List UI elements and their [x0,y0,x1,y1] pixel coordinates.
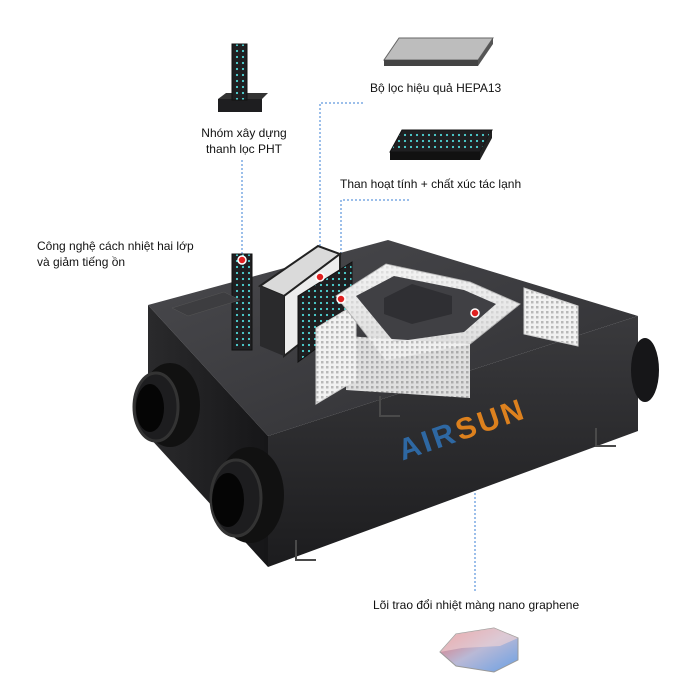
mounting-brackets [295,396,616,561]
label-insulation-line1: Công nghệ cách nhiệt hai lớp [37,239,194,253]
label-pht-line2: thanh lọc PHT [205,142,283,156]
callout-dot-hepa [315,272,325,282]
heat-exchange-core-icon [439,627,519,673]
label-pht: Nhóm xây dựng thanh lọc PHT [185,125,303,157]
callout-dot-pht [237,255,247,265]
hepa-filter-icon [383,37,494,66]
label-pht-line1: Nhóm xây dựng [201,126,287,140]
unit-body [132,240,659,567]
label-insulation-line2: và giảm tiếng ồn [37,255,126,269]
label-carbon: Than hoạt tính + chất xúc tác lạnh [340,177,522,191]
label-core: Lõi trao đổi nhiệt màng nano graphene [373,598,580,612]
pht-module-icon [218,43,268,112]
label-insulation: Công nghệ cách nhiệt hai lớp và giảm tiế… [37,238,194,270]
callout-dot-core [470,308,480,318]
callout-dot-carbon [336,294,346,304]
callout-dots [237,255,480,318]
duct-upper [132,363,200,447]
callout-line-hepa [319,102,365,274]
carbon-filter-icon [389,129,493,160]
label-hepa: Bộ lọc hiệu quả HEPA13 [370,81,502,95]
duct-lower [209,447,284,543]
